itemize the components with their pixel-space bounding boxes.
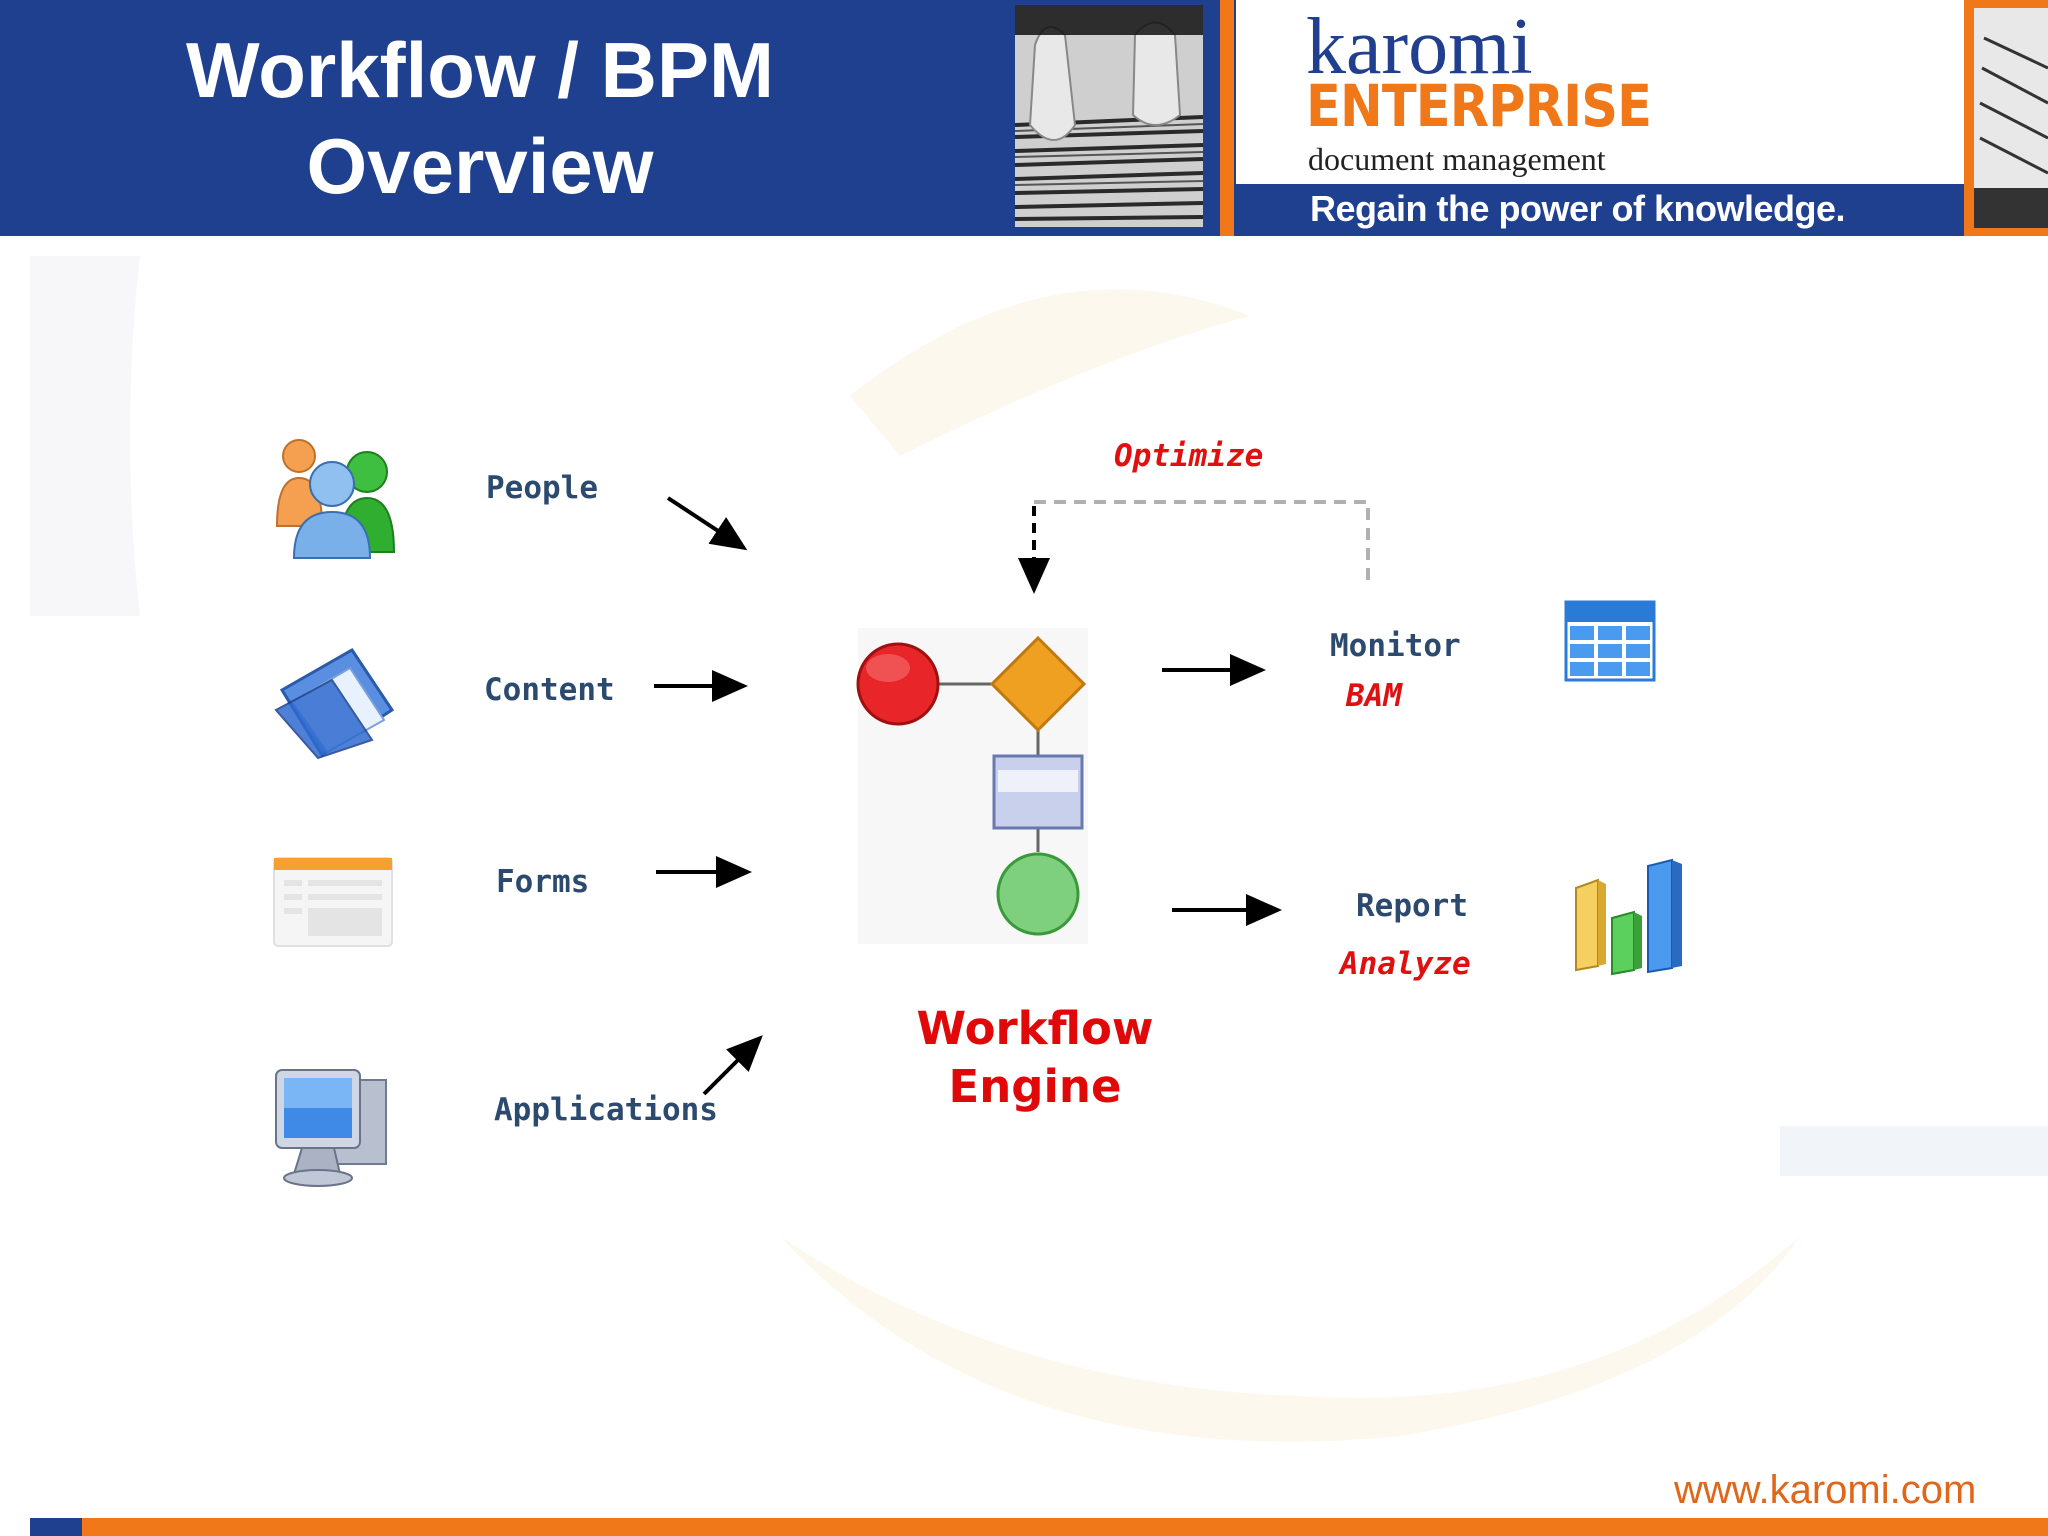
optimize-label: Optimize	[1114, 438, 1264, 474]
decision-node	[989, 635, 1087, 733]
workflow-engine-label: Workflow Engine	[916, 1002, 1154, 1113]
people-icon	[275, 439, 396, 559]
logo-product: ENTERPRISE	[1306, 72, 1652, 140]
output-label-monitor: Monitor	[1330, 628, 1461, 664]
header-divider	[1220, 0, 1234, 236]
karomi-logo: karomi ENTERPRISE document management Re…	[1236, 0, 1964, 236]
logo-subtitle: document management	[1308, 141, 1606, 177]
footer-bar	[30, 1518, 2048, 1536]
documents-photo	[1015, 5, 1203, 227]
workflow-engine-graphic	[856, 628, 1088, 944]
bar-chart-icon	[1575, 858, 1682, 976]
header-banner: Workflow / BPM Overview karomi ENTERPRIS…	[0, 0, 2048, 236]
table-icon	[1564, 600, 1656, 682]
form-icon	[273, 857, 393, 947]
arrow-applications	[702, 1035, 763, 1096]
footer-bar-accent	[30, 1518, 82, 1536]
logo-name: karomi	[1306, 3, 1533, 91]
output-label-report: Report	[1356, 888, 1468, 924]
input-label-content: Content	[484, 672, 615, 708]
end-node	[996, 852, 1080, 936]
tagline: Regain the power of knowledge.	[1310, 188, 1846, 229]
output-sublabel-bam: BAM	[1346, 678, 1402, 714]
computer-icon	[275, 1069, 387, 1187]
tagline-band	[1236, 184, 1964, 236]
output-sublabel-analyze: Analyze	[1340, 946, 1471, 982]
optimize-loop-line	[1034, 500, 1370, 580]
input-label-forms: Forms	[496, 864, 590, 900]
footer-url[interactable]: www.karomi.com	[1674, 1468, 1977, 1512]
input-label-people: People	[486, 470, 598, 506]
input-label-applications: Applications	[494, 1092, 718, 1128]
arrow-people	[666, 496, 748, 551]
books-photo	[1974, 8, 2048, 228]
page-title: Workflow / BPM Overview	[186, 26, 774, 210]
hands-papers-image	[1015, 5, 1203, 227]
folder-icon	[274, 648, 395, 760]
